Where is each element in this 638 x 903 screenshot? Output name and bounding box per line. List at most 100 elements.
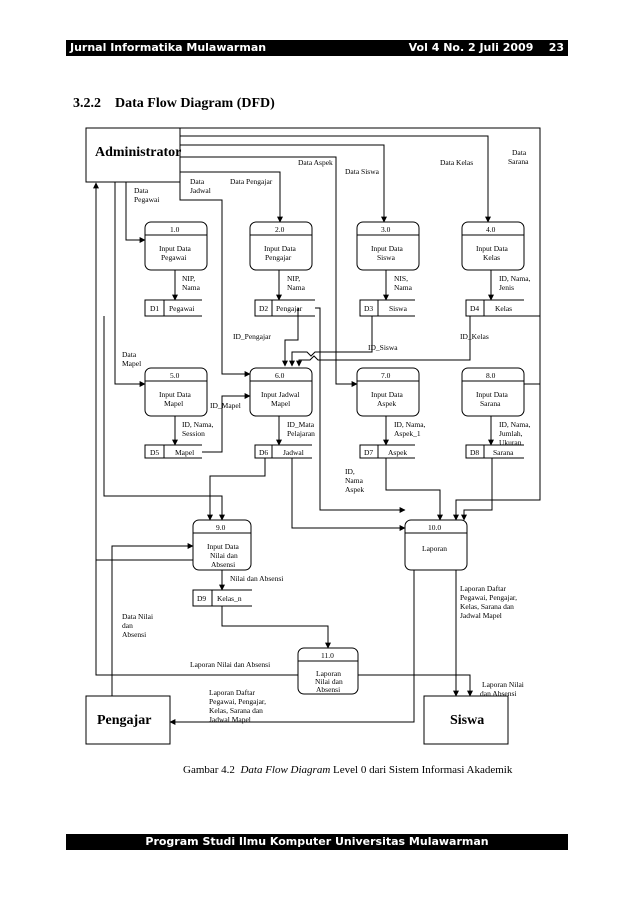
store-name: Kelas — [495, 304, 512, 313]
process-6: 6.0 Input Jadwal Mapel — [249, 367, 313, 417]
flow-label: ID, Nama, — [499, 420, 531, 429]
process-number: 8.0 — [486, 371, 496, 380]
flow-label: Pegawai, Pengajar, — [209, 697, 266, 706]
store-id: D2 — [259, 304, 268, 313]
flow-label: Nama — [394, 283, 413, 292]
flow-label: Absensi — [122, 630, 146, 639]
process-number: 5.0 — [170, 371, 180, 380]
flow-label: Ukuran — [499, 438, 522, 447]
process-label: Nilai dan — [315, 677, 343, 686]
store-d6: D6 Jadwal — [254, 444, 312, 459]
process-label: Input Data — [264, 244, 297, 253]
flow-label: ID_Mapel — [210, 401, 241, 410]
entity-label: Siswa — [450, 713, 484, 728]
process-label: Input Jadwal — [261, 390, 300, 399]
process-label: Absensi — [211, 560, 235, 569]
store-name: Pegawai — [169, 304, 194, 313]
process-label: Mapel — [271, 399, 290, 408]
flow-label: Laporan Daftar — [460, 584, 507, 593]
process-label: Input Data — [371, 244, 404, 253]
store-id: D1 — [150, 304, 159, 313]
flow-label: Data Aspek — [298, 158, 333, 167]
flow-label: NIP, — [182, 274, 195, 283]
flow-label: ID_Siswa — [368, 343, 398, 352]
flow-label: ID, Nama, — [499, 274, 531, 283]
store-d5: D5 Mapel — [144, 444, 202, 459]
page-number: 23 — [548, 41, 564, 54]
figure-caption: Gambar 4.2 Data Flow Diagram Level 0 dar… — [183, 764, 512, 776]
journal-name: Jurnal Informatika Mulawarman — [70, 41, 267, 54]
store-id: D4 — [470, 304, 479, 313]
process-label: Input Data — [476, 244, 509, 253]
flow-label: Jadwal — [190, 186, 211, 195]
flow-label: NIP, — [287, 274, 300, 283]
flow-label: Nama — [182, 283, 201, 292]
store-name: Aspek — [388, 448, 407, 457]
process-9: 9.0 Input Data Nilai dan Absensi — [192, 519, 252, 571]
store-name: Pengajar — [276, 304, 303, 313]
process-label: Siswa — [377, 253, 396, 262]
flow-label: Jadwal Mapel — [209, 715, 251, 724]
flow-label: Pegawai, Pengajar, — [460, 593, 517, 602]
flow-label: dan Absensi — [480, 689, 516, 698]
flow-label: Nama — [287, 283, 306, 292]
process-label: Pengajar — [265, 253, 292, 262]
store-name: Sarana — [493, 448, 514, 457]
process-number: 7.0 — [381, 371, 391, 380]
store-d3: D3 Siswa — [359, 299, 415, 317]
process-number: 2.0 — [275, 225, 285, 234]
process-8: 8.0 Input Data Sarana — [461, 367, 525, 417]
process-7: 7.0 Input Data Aspek — [356, 367, 420, 417]
journal-header: Jurnal Informatika Mulawarman Vol 4 No. … — [66, 40, 568, 56]
process-number: 4.0 — [486, 225, 496, 234]
process-number: 3.0 — [381, 225, 391, 234]
store-d8: D8 Sarana — [465, 444, 524, 459]
process-number: 6.0 — [275, 371, 285, 380]
store-name: Siswa — [389, 304, 408, 313]
process-number: 1.0 — [170, 225, 180, 234]
flow-label: Data — [134, 186, 149, 195]
flow-label: Mapel — [122, 359, 141, 368]
process-label: Laporan — [422, 544, 447, 553]
process-number: 11.0 — [321, 651, 334, 660]
process-label: Sarana — [480, 399, 501, 408]
data-flows — [93, 127, 541, 725]
process-label: Mapel — [164, 399, 183, 408]
flow-label: Sarana — [508, 157, 529, 166]
entity-label: Administrator — [95, 145, 181, 160]
store-d2: D2 Pengajar — [254, 299, 315, 317]
flow-label: Data Siswa — [345, 167, 380, 176]
store-id: D8 — [470, 448, 479, 457]
flow-label: Jenis — [499, 283, 514, 292]
flow-label: Jadwal Mapel — [460, 611, 502, 620]
process-10: 10.0 Laporan — [404, 519, 468, 571]
flow-label: Pelajaran — [287, 429, 315, 438]
flow-labels: Data Aspek Data Siswa Data Kelas Data Sa… — [122, 148, 531, 724]
flow-label: Laporan Daftar — [209, 688, 256, 697]
flow-label: Aspek — [345, 485, 364, 494]
process-label: Input Data — [207, 542, 240, 551]
flow-label: Laporan Nilai dan Absensi — [190, 660, 270, 669]
caption-italic: Data Flow Diagram — [240, 764, 331, 776]
process-label: Input Data — [159, 390, 192, 399]
process-label: Input Data — [159, 244, 192, 253]
process-11: 11.0 Laporan Nilai dan Absensi — [297, 647, 359, 695]
store-d1: D1 Pegawai — [144, 299, 202, 317]
process-label: Input Data — [476, 390, 509, 399]
flow-label: Session — [182, 429, 205, 438]
process-label: Pegawai — [161, 253, 186, 262]
store-name: Mapel — [175, 448, 194, 457]
caption-rest: Level 0 dari Sistem Informasi Akademik — [330, 764, 513, 776]
flow-label: ID_Pengajar — [233, 332, 271, 341]
store-id: D7 — [364, 448, 373, 457]
process-label: Input Data — [371, 390, 404, 399]
store-name: Kelas_n — [217, 594, 242, 603]
journal-footer: Program Studi Ilmu Komputer Universitas … — [66, 834, 568, 850]
process-label: Nilai dan — [210, 551, 238, 560]
entity-pengajar: Pengajar — [85, 695, 171, 745]
process-label: Absensi — [316, 685, 340, 694]
flow-label: Data Nilai — [122, 612, 153, 621]
flow-label: Data Kelas — [440, 158, 473, 167]
journal-volume: Vol 4 No. 2 Juli 2009 — [408, 41, 534, 54]
